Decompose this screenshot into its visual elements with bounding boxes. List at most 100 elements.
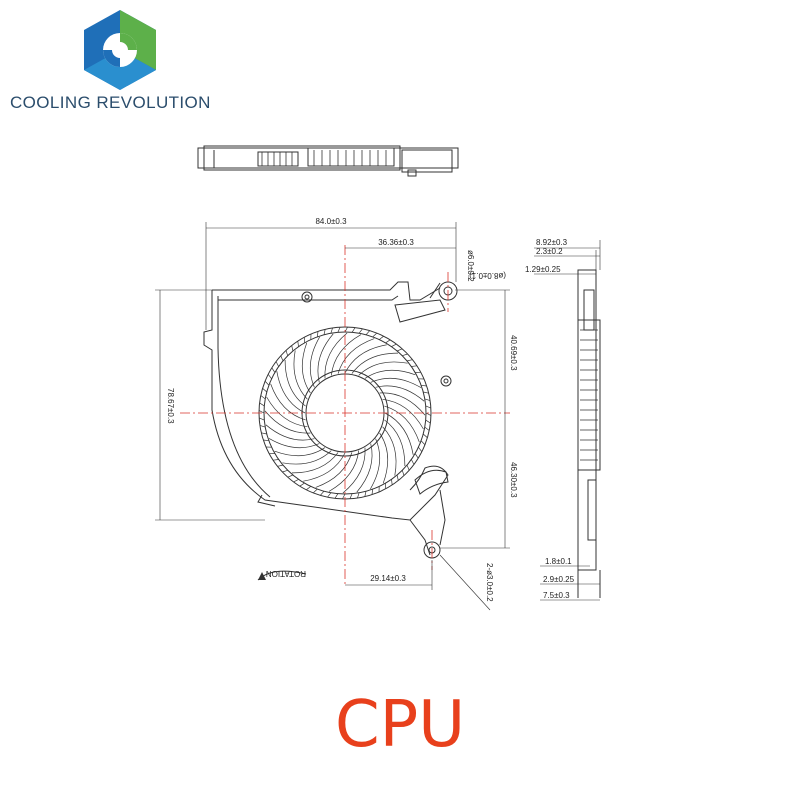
impeller-rim-tooth [260, 395, 266, 400]
impeller-rim-tooth [277, 464, 284, 467]
fan-housing [203, 281, 458, 559]
impeller-rim-tooth [261, 432, 267, 435]
impeller-rim-tooth [420, 440, 426, 446]
impeller-blade [265, 424, 315, 441]
dim-upper-height: 40.69±0.3 [509, 335, 518, 371]
impeller-rim-tooth [264, 380, 270, 386]
dim-side-bottom-2: 2.9±0.25 [543, 575, 575, 584]
impeller-blade [291, 452, 339, 474]
impeller-rim-tooth [258, 417, 265, 421]
dimension-lines [155, 222, 601, 611]
impeller-blade [342, 447, 366, 494]
impeller-rim-tooth [372, 332, 378, 338]
impeller-blade [266, 396, 308, 428]
impeller-rim-tooth [385, 339, 391, 344]
impeller-rim-tooth [421, 384, 427, 387]
impeller-rim-tooth [342, 493, 346, 500]
side-view [577, 269, 601, 598]
impeller-rim-tooth [425, 419, 431, 424]
dim-hub-offset-x: 36.36±0.3 [378, 238, 414, 247]
dim-side-top-3: 1.29±0.25 [525, 265, 561, 274]
impeller-rim-tooth [349, 493, 353, 500]
impeller-rim-tooth [291, 345, 294, 352]
impeller-rim-tooth [267, 374, 272, 380]
impeller-rim-tooth [396, 474, 399, 481]
impeller-rim-tooth [287, 474, 294, 478]
impeller-rim-tooth [337, 326, 341, 333]
dim-lower-height: 46.30±0.3 [509, 462, 518, 498]
impeller-rim-tooth [351, 327, 356, 333]
impeller-blade [268, 438, 320, 449]
impeller-rim-tooth [271, 367, 276, 373]
impeller-rim-tooth [259, 402, 265, 407]
dim-side-top-2: 2.3±0.2 [536, 247, 563, 256]
impeller-rim-tooth [285, 350, 289, 356]
impeller-blade [264, 410, 311, 434]
impeller-rim-tooth [418, 446, 423, 452]
dim-outlet-offset: 29.14±0.3 [370, 574, 406, 583]
impeller-rim-tooth [320, 490, 325, 496]
impeller-rim-tooth [424, 398, 431, 401]
impeller-rim-tooth [323, 329, 326, 335]
impeller-rim-tooth [402, 353, 408, 357]
impeller-rim-tooth [414, 453, 419, 459]
impeller-rim-tooth [297, 341, 299, 347]
impeller-rim-tooth [282, 469, 288, 473]
impeller-rim-tooth [357, 492, 360, 499]
impeller-blade [309, 336, 320, 388]
impeller-rim-tooth [422, 433, 428, 438]
impeller-blade [351, 352, 399, 374]
impeller-rim-tooth [406, 464, 410, 471]
impeller-blade [384, 412, 414, 455]
impeller-rim-tooth [371, 489, 374, 495]
impeller-rim-tooth [406, 359, 413, 362]
impeller-rim-tooth [259, 425, 266, 428]
impeller-rim-tooth [262, 388, 268, 393]
impeller-rim-tooth [365, 330, 370, 336]
dim-height: 78.67±0.3 [166, 388, 175, 424]
impeller-rim-tooth [280, 355, 284, 362]
impeller-blade [317, 333, 334, 383]
impeller-blade [379, 432, 389, 484]
center-lines [180, 245, 510, 585]
impeller-rim-tooth [358, 328, 363, 334]
dim-mount-hole: ø6.0±0.2 [466, 250, 475, 282]
impeller-blade [328, 450, 360, 492]
impeller-rim-tooth [391, 343, 397, 347]
impeller-blade [364, 369, 416, 379]
top-view [197, 145, 459, 177]
impeller-rim-tooth [258, 410, 265, 414]
dim-side-bottom-3: 7.5±0.3 [543, 591, 570, 600]
brand-logo-icon [84, 10, 156, 90]
impeller-blade [274, 447, 326, 457]
impeller-rim-tooth [423, 391, 429, 394]
impeller-blade [301, 342, 311, 394]
impeller-blade [382, 426, 397, 476]
caption-label: CPU [334, 688, 466, 762]
impeller-blade [282, 450, 332, 465]
impeller-blade [293, 350, 308, 400]
dim-mount-hole-note: (ø8.0±0.1) [469, 271, 506, 280]
impeller-rim-tooth [411, 365, 417, 367]
impeller-rim-tooth [401, 470, 405, 476]
impeller-rim-tooth [364, 491, 367, 497]
impeller-blade [356, 443, 373, 493]
impeller-rim-tooth [312, 488, 318, 494]
impeller-blade [330, 334, 362, 376]
impeller-rim-tooth [275, 361, 279, 367]
rotation-label: ROTATION [266, 569, 306, 578]
impeller-blade [379, 392, 426, 416]
dim-width: 84.0±0.3 [315, 217, 347, 226]
impeller-blade [370, 377, 422, 388]
impeller-blade [303, 452, 346, 482]
impeller-rim-tooth [378, 335, 384, 340]
impeller-blade [375, 385, 425, 402]
dim-lower-hole: 2-ø3.0±0.2 [485, 563, 494, 602]
impeller-rim-tooth [425, 412, 432, 416]
impeller-blade [276, 371, 306, 414]
impeller-blade [315, 452, 353, 488]
impeller-blade [370, 438, 381, 490]
impeller-rim-tooth [424, 426, 430, 431]
impeller-rim-tooth [425, 405, 432, 409]
